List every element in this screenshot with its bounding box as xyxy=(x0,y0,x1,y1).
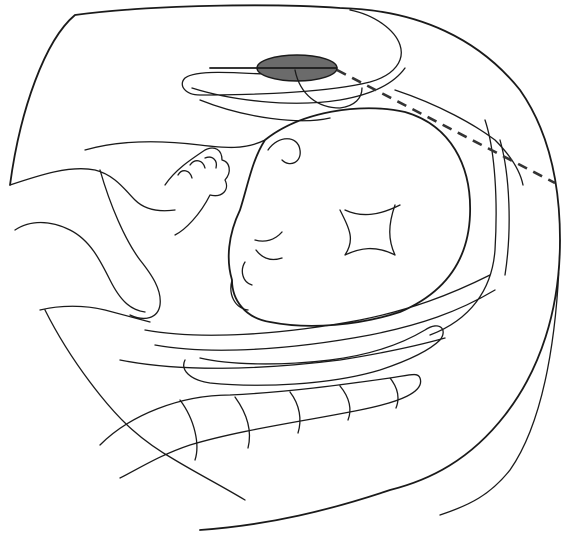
fetal-head xyxy=(229,108,470,326)
vertebra-4 xyxy=(340,386,350,420)
vertebra-1 xyxy=(180,400,197,460)
sacrum xyxy=(100,375,421,478)
fetal-arm xyxy=(100,170,160,318)
canal-wall-outer xyxy=(395,90,523,185)
outer-boundary-right xyxy=(440,240,560,515)
canal-wall-inner-2 xyxy=(500,140,509,275)
vertebra-5 xyxy=(390,378,398,408)
pelvic-outline xyxy=(10,5,560,530)
canal-wall-inner xyxy=(430,120,496,335)
ear xyxy=(268,139,300,164)
fetal-body-lower xyxy=(10,169,175,211)
uterine-wall-2 xyxy=(155,290,495,350)
fetal-fingers xyxy=(178,157,216,178)
vertebra-2 xyxy=(235,397,249,448)
vertebra-3 xyxy=(290,392,300,433)
lower-outline xyxy=(45,310,245,500)
face-features xyxy=(231,232,282,310)
fetal-back xyxy=(85,140,265,150)
upper-fold-outer xyxy=(182,10,401,95)
dashed-axis-line xyxy=(337,70,555,183)
fontanelle xyxy=(340,205,400,255)
